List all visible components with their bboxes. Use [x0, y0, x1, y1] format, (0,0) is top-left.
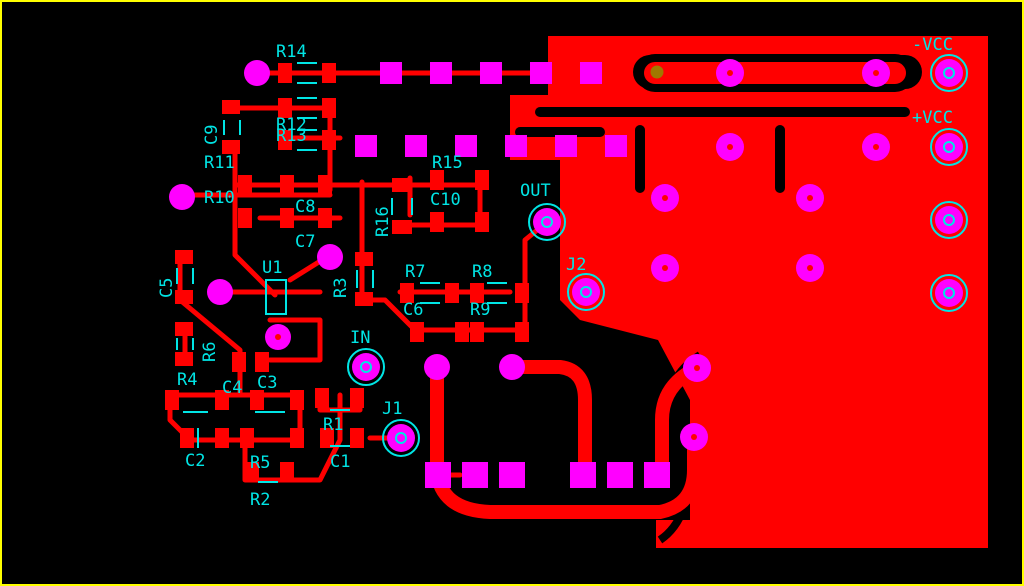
label-c2: C2: [185, 451, 205, 471]
label-neg-vcc: -VCC: [912, 35, 953, 55]
label-c9: C9: [202, 125, 222, 145]
square-pads: [355, 62, 670, 488]
smd-pads: [165, 63, 529, 482]
label-u1: U1: [262, 258, 282, 278]
label-r1: R1: [323, 415, 343, 435]
label-c4: C4: [222, 378, 242, 398]
label-r9: R9: [470, 300, 490, 320]
label-pos-vcc: +VCC: [912, 108, 953, 128]
pour-fingers: [640, 58, 910, 200]
label-c1: C1: [330, 452, 350, 472]
label-r6: R6: [200, 342, 220, 362]
label-r15: R15: [432, 153, 463, 173]
connector-pads: [347, 54, 968, 457]
silkscreen-outlines: [176, 62, 507, 483]
label-r8: R8: [472, 262, 492, 282]
label-j1: J1: [382, 399, 402, 419]
label-r11: R11: [204, 153, 235, 173]
label-r4: R4: [177, 370, 197, 390]
label-in: IN: [350, 328, 370, 348]
label-r2: R2: [250, 490, 270, 510]
label-r10: R10: [204, 188, 235, 208]
label-r13: R13: [276, 126, 307, 146]
label-j2: J2: [566, 255, 586, 275]
pad-drills: [275, 70, 879, 440]
label-r16: R16: [373, 206, 393, 237]
label-c5: C5: [157, 278, 177, 298]
label-out: OUT: [520, 181, 551, 201]
label-r7: R7: [405, 262, 425, 282]
label-c8: C8: [295, 197, 315, 217]
label-c7: C7: [295, 232, 315, 252]
label-c3: C3: [257, 373, 277, 393]
label-r5: R5: [250, 453, 270, 473]
label-r3: R3: [331, 278, 351, 298]
label-r12: R12: [276, 115, 307, 135]
copper-pour-power: [510, 36, 988, 548]
label-c6: C6: [403, 300, 423, 320]
silkscreen-labels: R14 R12 R13 C9 R11 R10 C8 C7 R16 R15 C10…: [157, 35, 953, 510]
mounting-hole: [647, 62, 667, 82]
label-r14: R14: [276, 42, 307, 62]
label-c10: C10: [430, 190, 461, 210]
